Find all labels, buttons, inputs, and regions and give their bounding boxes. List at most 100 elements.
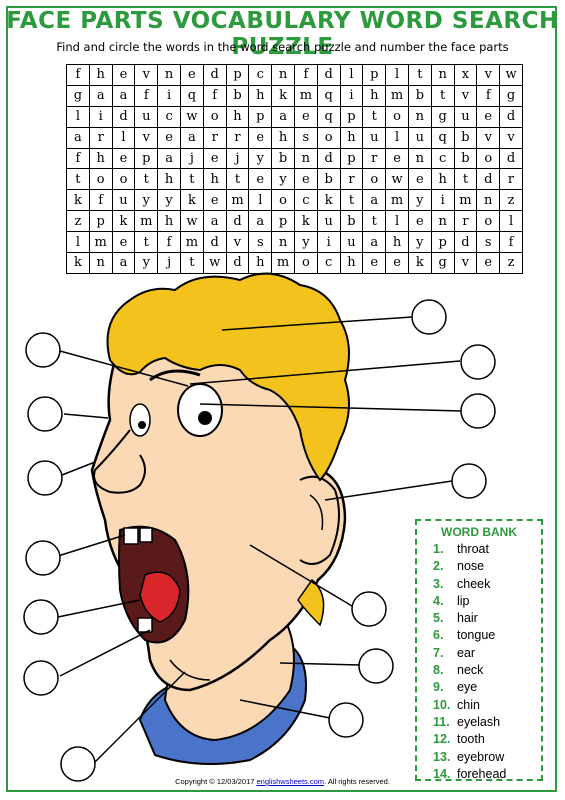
word-bank-number: 5. — [433, 611, 444, 626]
word-bank-word: tongue — [457, 628, 496, 643]
grid-cell[interactable]: d — [499, 105, 523, 128]
copyright-suffix: . All rights reserved. — [324, 777, 390, 786]
page-title: FACE PARTS VOCABULARY WORD SEARCH PUZZLE — [6, 8, 559, 60]
grid-cell[interactable]: g — [430, 252, 455, 274]
grid-cell[interactable]: f — [134, 84, 159, 107]
word-bank-number: 12. — [433, 732, 451, 747]
grid-cell[interactable]: g — [499, 84, 523, 107]
word-bank-word: ear — [457, 645, 476, 660]
word-bank-word: hair — [457, 611, 478, 626]
word-bank-item: 10.chin — [433, 697, 541, 714]
grid-cell[interactable]: q — [316, 84, 341, 107]
word-bank-word: forehead — [457, 766, 507, 781]
label-circle-left-4 — [25, 540, 61, 576]
nose — [93, 429, 146, 494]
word-bank-item: 4. lip — [433, 593, 541, 610]
word-bank-number: 8. — [433, 663, 444, 678]
copyright-prefix: Copyright © 12/03/2017 — [175, 777, 255, 786]
label-circle-right-2 — [460, 344, 496, 380]
label-circle-left-3 — [27, 460, 63, 496]
word-bank-item: 7. ear — [433, 645, 541, 662]
grid-cell[interactable]: t — [362, 105, 387, 128]
word-bank-word: throat — [457, 542, 489, 556]
word-bank-number: 3. — [433, 576, 444, 591]
word-bank-item: 6. tongue — [433, 627, 541, 644]
word-bank-word: eyebrow — [457, 749, 505, 764]
word-bank-number: 2. — [433, 559, 444, 574]
eye — [177, 383, 223, 437]
word-bank-item: 11. eyelash — [433, 714, 541, 731]
label-circle-right-7 — [328, 702, 364, 738]
word-bank-number: 1. — [433, 542, 444, 556]
grid-cell[interactable]: z — [499, 252, 523, 274]
grid-cell[interactable]: v — [476, 64, 501, 86]
grid-cell[interactable]: l — [66, 105, 90, 128]
word-bank-item: 1. throat — [433, 541, 541, 558]
label-circle-right-4 — [451, 463, 487, 499]
word-bank-item: 14.forehead — [433, 766, 541, 783]
tongue — [139, 571, 181, 623]
word-bank-word: eye — [457, 680, 478, 695]
label-circle-right-6 — [358, 648, 394, 684]
word-bank-word: tooth — [457, 732, 485, 747]
grid-cell[interactable]: f — [476, 84, 501, 107]
grid-cell[interactable]: m — [271, 252, 295, 274]
word-bank-number: 10. — [433, 697, 451, 712]
word-bank-word: eyelash — [457, 714, 501, 729]
grid-cell[interactable]: f — [66, 64, 90, 86]
word-bank-number: 9. — [433, 680, 444, 695]
word-bank-number: 7. — [433, 645, 444, 660]
page-border — [6, 6, 557, 792]
word-bank-number: 4. — [433, 593, 444, 608]
grid-cell[interactable]: o — [293, 252, 318, 274]
label-circle-left-5 — [23, 599, 59, 635]
grid-cell[interactable]: y — [134, 252, 159, 274]
word-bank-number: 6. — [433, 628, 444, 643]
grid-cell[interactable]: m — [385, 84, 409, 107]
word-bank-list: 1. throat 2. nose 3. cheek 4. lip 5. hair 6. tongue… — [417, 541, 541, 783]
word-bank-number: 11. — [433, 714, 450, 729]
word-bank-word: nose — [457, 559, 485, 574]
word-bank-item: 8.neck — [433, 662, 541, 679]
grid-cell[interactable]: z — [499, 189, 523, 212]
label-circle-left-2 — [27, 396, 63, 432]
label-circle-left-7 — [60, 746, 96, 782]
copyright: Copyright © 12/03/2017 englishwsheets.co… — [0, 777, 565, 786]
word-bank-word: lip — [457, 593, 470, 608]
chin — [169, 659, 211, 681]
instructions: Find and circle the words in the word se… — [56, 40, 509, 54]
grid-cell[interactable]: h — [362, 84, 387, 107]
grid-cell[interactable]: t — [430, 84, 455, 107]
label-circle-left-6 — [23, 660, 59, 696]
word-bank-item: 5. hair — [433, 610, 541, 627]
grid-cell[interactable]: m — [225, 189, 250, 212]
copyright-link[interactable]: englishwsheets.com — [256, 777, 325, 786]
eyebrow — [149, 369, 201, 382]
word-bank-item: 13.eyebrow — [433, 749, 541, 766]
grid-cell[interactable]: i — [157, 84, 181, 107]
word-bank-item: 3. cheek — [433, 576, 541, 593]
label-circle-right-3 — [460, 393, 496, 429]
grid-cell[interactable]: c — [248, 64, 273, 86]
tooth — [123, 527, 139, 545]
word-bank-item: 12. tooth — [433, 731, 541, 748]
label-circle-right-1 — [411, 299, 447, 335]
label-circle-left-1 — [25, 332, 61, 368]
grid-cell[interactable]: w — [499, 64, 523, 86]
word-bank-word: cheek — [457, 576, 491, 591]
grid-cell[interactable]: b — [407, 84, 432, 107]
grid-cell[interactable]: d — [316, 64, 341, 86]
label-circle-right-5 — [351, 591, 387, 627]
grid-cell[interactable]: u — [134, 105, 159, 128]
